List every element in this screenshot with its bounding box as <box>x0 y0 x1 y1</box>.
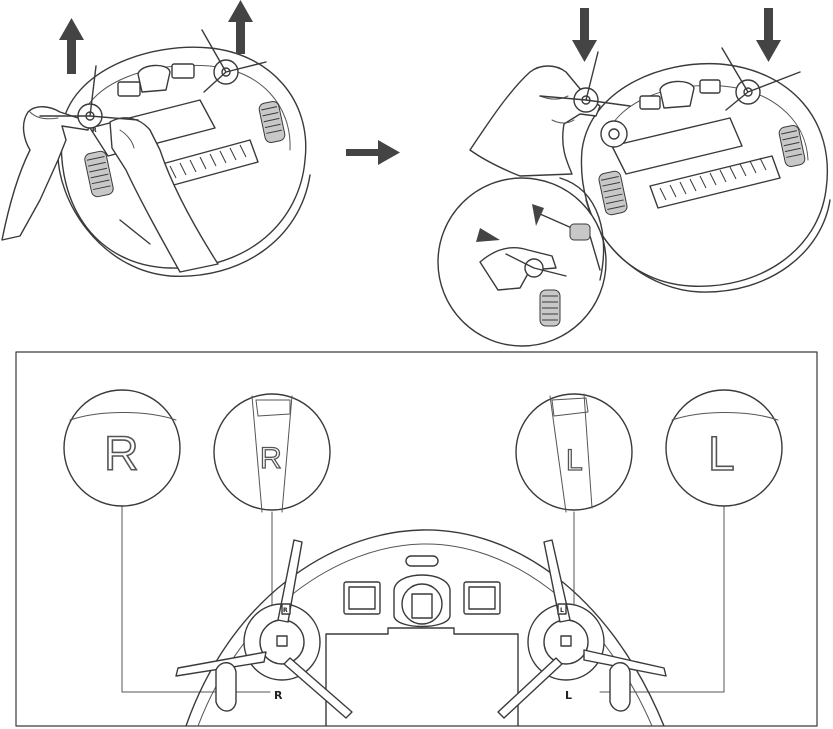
sensor-module <box>463 581 501 615</box>
callout-r-text: R <box>104 428 139 481</box>
callout-letter-l: L <box>665 389 783 507</box>
left-wheel <box>84 150 114 198</box>
callout-letter-r: R <box>63 389 181 507</box>
callout-arm-r: R <box>213 393 331 513</box>
arm-r-micro: R <box>283 607 288 614</box>
caster-wheel <box>393 555 451 628</box>
robot-underside-closeup: R L R L <box>175 529 667 726</box>
down-arrow-icon <box>572 8 597 62</box>
sensor-module <box>343 581 381 615</box>
brush-small-r: R <box>92 127 97 134</box>
arm-l-micro: L <box>560 607 564 614</box>
callout-arm-l: L <box>515 393 633 513</box>
up-arrow-icon <box>228 0 253 54</box>
side-brush-right-installing <box>539 51 631 113</box>
alignment-pointer-icon <box>532 204 544 226</box>
right-wheel <box>258 100 286 144</box>
down-arrow-icon <box>756 8 781 62</box>
side-brush-right: R <box>175 539 353 719</box>
right-wheel <box>778 124 806 168</box>
detail-wheel <box>539 289 561 327</box>
side-brush-left: L <box>497 539 667 719</box>
callout-arm-r-text: R <box>260 442 282 475</box>
brush-mount-socket <box>600 120 628 148</box>
removal-illustration: R <box>1 0 311 277</box>
install-illustration <box>437 8 831 347</box>
zoom-detail-circle <box>437 177 607 347</box>
up-arrow-icon <box>59 18 84 74</box>
left-wheel <box>598 170 628 216</box>
alignment-pointer-icon <box>476 228 500 242</box>
mount-label-r: R <box>274 689 283 702</box>
mount-label-l: L <box>565 689 572 702</box>
right-arrow-icon <box>346 140 400 165</box>
robot-vacuum-underside-right <box>580 47 831 293</box>
hand-installing-brush <box>469 65 601 177</box>
callout-l-text: L <box>708 428 735 481</box>
callout-arm-l-text: L <box>566 444 583 477</box>
main-roller-brush <box>649 155 781 209</box>
side-brush-right-removed: R <box>39 65 139 134</box>
side-brush-left-installed <box>201 29 267 93</box>
side-brush-left-installing <box>721 47 801 111</box>
brush-orientation-panel: R R L L <box>15 351 818 727</box>
